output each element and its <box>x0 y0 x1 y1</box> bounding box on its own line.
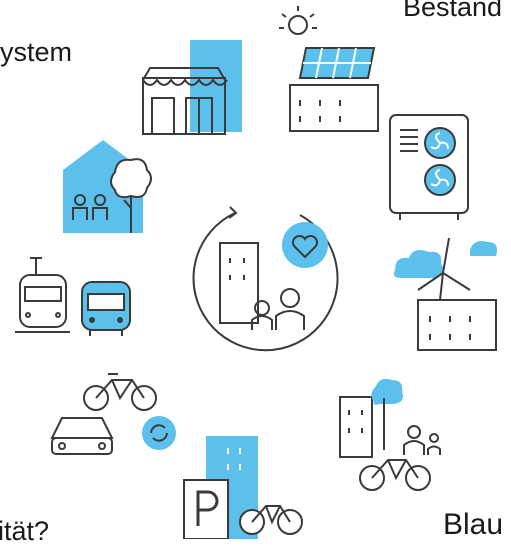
text-fragment-top-right: Bestand <box>403 0 503 22</box>
parking-bike-icon <box>183 436 303 539</box>
community-cycle-heart-icon <box>192 206 339 352</box>
text-fragment-top-left: ystem <box>0 37 73 67</box>
green-city-cyclist-icon <box>339 378 441 491</box>
family-house-tree-icon <box>63 140 152 233</box>
heat-pump-icon <box>389 114 469 220</box>
tram-bus-icon <box>15 257 131 336</box>
bicycle-car-sharing-icon <box>50 373 176 455</box>
shop-building-icon <box>142 40 242 135</box>
text-fragment-bottom-right: Blau <box>443 508 504 541</box>
wind-turbine-building-icon <box>393 237 497 351</box>
solar-panel-building-icon <box>279 6 379 132</box>
